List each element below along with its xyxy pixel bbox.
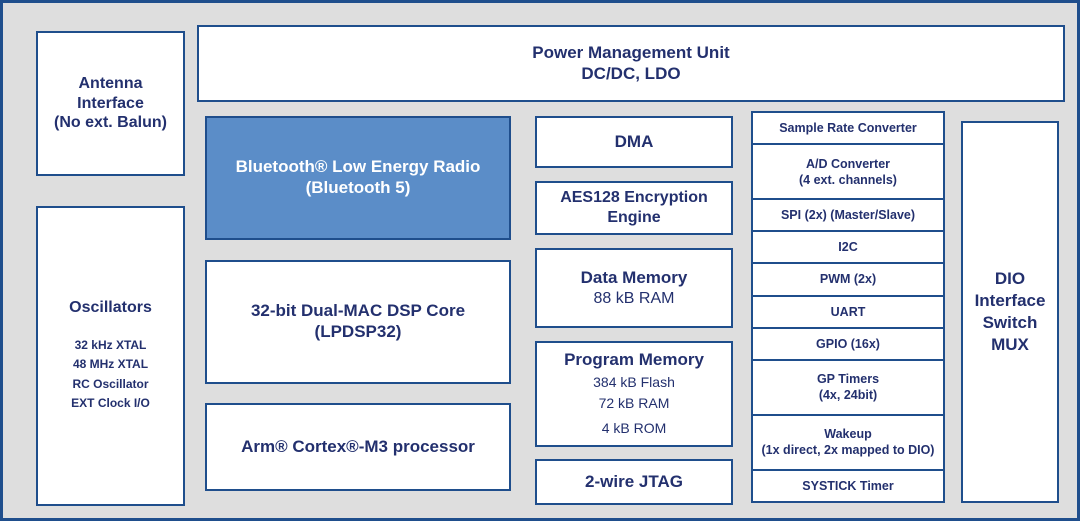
program-memory-line1: 384 kB Flash [593, 374, 675, 391]
cortex-m3-line1: Arm® Cortex®-M3 processor [241, 436, 475, 456]
dio-mux-line2: Interface [974, 290, 1046, 310]
peripheral-sublabel: (4x, 24bit) [818, 388, 878, 403]
block-cortex-m3-processor: Arm® Cortex®-M3 processor [205, 403, 511, 491]
oscillators-item-1: 48 MHz XTAL [72, 357, 149, 372]
peripheral-label: I2C [838, 240, 858, 255]
block-aes128-encryption-engine: AES128 Encryption Engine [535, 181, 733, 235]
peripheral-label: PWM (2x) [819, 272, 877, 287]
peripheral-row-pwm: PWM (2x) [753, 264, 943, 297]
peripheral-label: A/D Converter [805, 156, 891, 171]
peripheral-sublabel: (1x direct, 2x mapped to DIO) [761, 443, 935, 458]
block-dio-interface-switch-mux: DIO Interface Switch MUX [961, 121, 1059, 503]
block-program-memory: Program Memory 384 kB Flash 72 kB RAM 4 … [535, 341, 733, 447]
program-memory-line2: 72 kB RAM [598, 394, 670, 411]
peripheral-row-gpio: GPIO (16x) [753, 329, 943, 361]
peripheral-label: Sample Rate Converter [779, 121, 917, 136]
aes-line1: AES128 Encryption [560, 189, 708, 207]
pmu-line2: DC/DC, LDO [581, 63, 681, 83]
block-oscillators: Oscillators 32 kHz XTAL 48 MHz XTAL RC O… [36, 206, 185, 506]
block-peripherals-column: Sample Rate Converter A/D Converter (4 e… [751, 111, 945, 503]
ble-radio-line2: (Bluetooth 5) [305, 178, 411, 197]
block-power-management-unit: Power Management Unit DC/DC, LDO [197, 25, 1065, 102]
dio-mux-line1: DIO [994, 268, 1026, 288]
peripheral-row-uart: UART [753, 297, 943, 329]
peripheral-row-spi: SPI (2x) (Master/Slave) [753, 200, 943, 233]
oscillators-item-3: EXT Clock I/O [71, 396, 150, 411]
dio-mux-line3: Switch [982, 313, 1038, 332]
peripheral-label: UART [830, 304, 866, 319]
peripheral-row-sample-rate-converter: Sample Rate Converter [753, 113, 943, 146]
peripheral-row-wakeup: Wakeup (1x direct, 2x mapped to DIO) [753, 416, 943, 471]
block-data-memory: Data Memory 88 kB RAM [535, 248, 733, 328]
pmu-line1: Power Management Unit [532, 42, 730, 62]
data-memory-title: Data Memory [580, 267, 688, 287]
oscillators-list: 32 kHz XTAL 48 MHz XTAL RC Oscillator EX… [71, 336, 150, 414]
peripheral-row-gp-timers: GP Timers (4x, 24bit) [753, 361, 943, 416]
program-memory-line3: 4 kB ROM [601, 420, 667, 437]
block-bluetooth-low-energy-radio: Bluetooth® Low Energy Radio (Bluetooth 5… [205, 116, 511, 240]
peripheral-label: SYSTICK Timer [802, 478, 894, 493]
block-antenna-interface: Antenna Interface (No ext. Balun) [36, 31, 185, 176]
peripheral-row-ad-converter: A/D Converter (4 ext. channels) [753, 145, 943, 201]
peripheral-row-i2c: I2C [753, 232, 943, 265]
oscillators-item-2: RC Oscillator [72, 376, 149, 391]
peripheral-row-systick-timer: SYSTICK Timer [753, 471, 943, 501]
dsp-core-line2: (LPDSP32) [314, 322, 402, 341]
peripheral-label: GPIO (16x) [816, 336, 880, 351]
data-memory-line1: 88 kB RAM [593, 289, 675, 307]
antenna-interface-line1: Antenna [78, 75, 143, 93]
aes-line2: Engine [607, 209, 661, 226]
jtag-label: 2-wire JTAG [585, 471, 683, 491]
peripheral-sublabel: (4 ext. channels) [799, 172, 897, 187]
peripheral-label: Wakeup [824, 427, 872, 442]
peripheral-label: SPI (2x) (Master/Slave) [780, 208, 916, 223]
oscillators-item-0: 32 kHz XTAL [74, 337, 147, 352]
program-memory-title: Program Memory [564, 349, 704, 369]
dsp-core-line1: 32-bit Dual-MAC DSP Core [250, 301, 466, 321]
dma-label: DMA [614, 131, 654, 151]
antenna-interface-line2: Interface [77, 94, 144, 112]
block-dma: DMA [535, 116, 733, 168]
peripheral-label: GP Timers [816, 372, 880, 387]
ble-radio-line1: Bluetooth® Low Energy Radio [235, 157, 481, 177]
block-dsp-core: 32-bit Dual-MAC DSP Core (LPDSP32) [205, 260, 511, 384]
dio-mux-line4: MUX [991, 335, 1029, 355]
block-2-wire-jtag: 2-wire JTAG [535, 459, 733, 505]
antenna-interface-line3: (No ext. Balun) [54, 114, 167, 132]
oscillators-title: Oscillators [69, 299, 152, 317]
